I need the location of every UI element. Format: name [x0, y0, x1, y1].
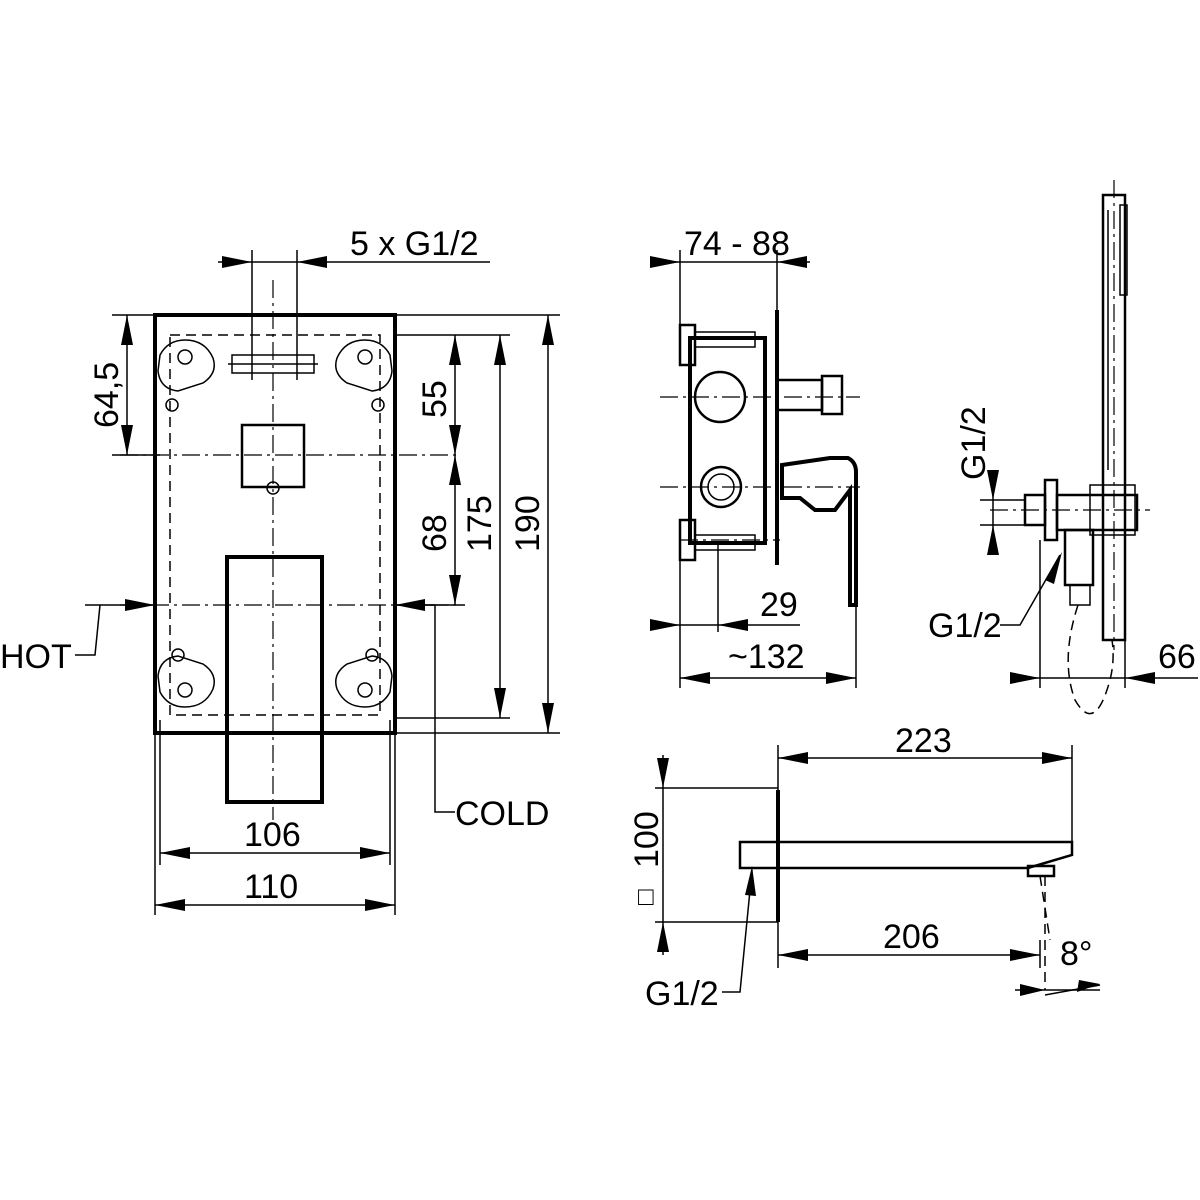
label-68: 68 [416, 514, 454, 552]
dim-bottom-width: 106 110 [154, 720, 396, 915]
mixer-body [688, 336, 767, 545]
bath-spout [778, 840, 1074, 870]
label-175: 175 [461, 495, 499, 552]
hand-shower-view [990, 180, 1150, 715]
label-square-symbol: □ [638, 881, 654, 911]
label-106: 106 [244, 816, 301, 854]
spout-view [738, 790, 1074, 990]
mounting-lug-br [335, 655, 393, 708]
label-hot: HOT [0, 638, 72, 676]
label-206: 206 [883, 918, 940, 956]
dim-shower: G1/2 G1/2 66 [928, 406, 1198, 688]
side-lever [780, 456, 858, 607]
label-110: 110 [244, 868, 298, 906]
hand-shower [1101, 193, 1127, 642]
dim-64-5: 64,5 [88, 314, 160, 456]
label-cold: COLD [455, 795, 549, 833]
cover-plate [153, 313, 397, 735]
mounting-lug-bl [157, 655, 215, 708]
label-190: 190 [509, 495, 547, 552]
label-66: 66 [1158, 638, 1196, 676]
label-thread-side: G1/2 [928, 607, 1002, 645]
dim-side: 74 - 88 29 ~132 [650, 225, 857, 688]
label-223: 223 [895, 722, 952, 760]
label-64-5: 64,5 [88, 362, 126, 428]
front-view [120, 280, 460, 820]
label-depth-range: 74 - 88 [684, 225, 790, 263]
mixer-lever [225, 555, 324, 804]
label-100: 100 [628, 811, 666, 868]
dim-inlets: 5 x G1/2 [218, 225, 490, 380]
label-inlets: 5 x G1/2 [350, 225, 479, 263]
label-thread-top: G1/2 [955, 406, 993, 480]
mounting-lug-tr [335, 339, 393, 392]
label-132: ~132 [728, 638, 805, 676]
dim-spout: 223 206 100 □ G1/2 8° [628, 722, 1101, 1013]
label-thread-spout: G1/2 [645, 975, 719, 1013]
label-angle: 8° [1060, 935, 1093, 973]
label-29: 29 [760, 586, 798, 624]
side-view [660, 310, 860, 607]
label-55: 55 [416, 380, 454, 418]
dim-right-vertical: 55 68 175 190 [395, 314, 560, 734]
shower-hose [1067, 604, 1114, 715]
box-outline [169, 334, 381, 716]
diverter-knob [240, 423, 306, 489]
mounting-lug-tl [157, 339, 215, 392]
hot-cold-leaders: HOT COLD [0, 599, 549, 833]
